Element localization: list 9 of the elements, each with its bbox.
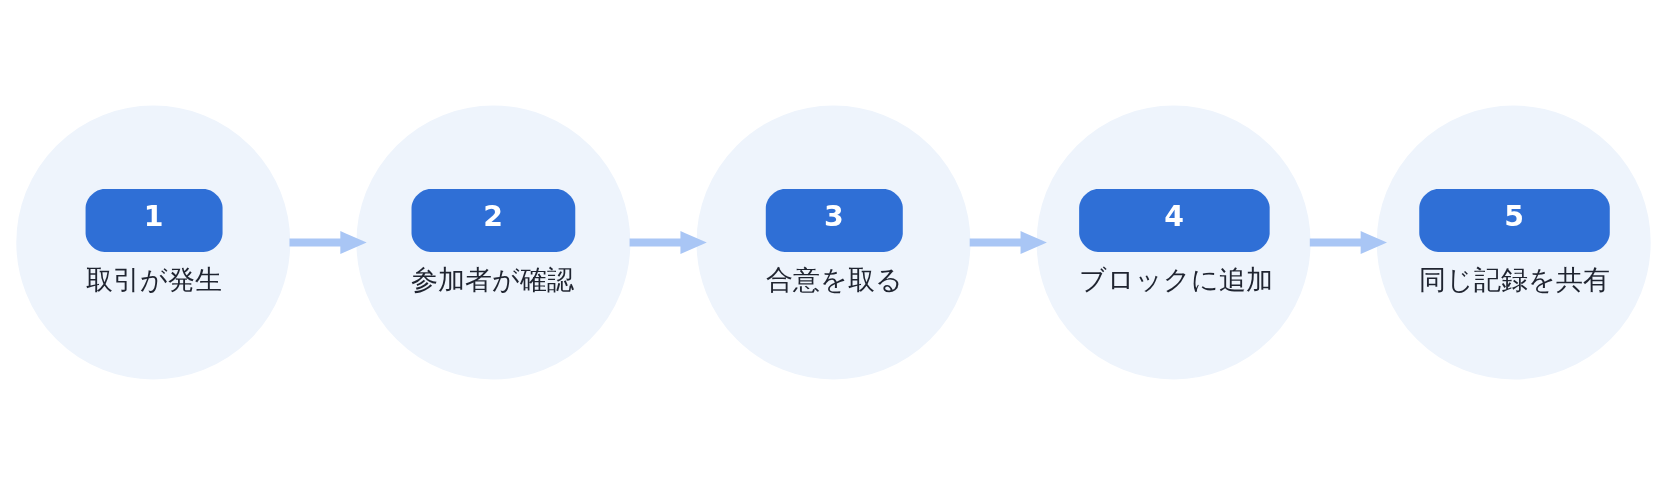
arrow xyxy=(1309,230,1387,254)
arrow xyxy=(969,230,1047,254)
node-circle: 1 取引が発生 xyxy=(16,105,291,379)
arrow xyxy=(629,230,707,254)
node-circle: 4 ブロックに追加 xyxy=(1036,105,1311,379)
arrow xyxy=(289,230,367,254)
node-circle: 3 合意を取る xyxy=(696,105,971,379)
node-circle: 2 参加者が確認 xyxy=(356,105,631,379)
node-circle: 5 同じ記録を共有 xyxy=(1376,105,1651,379)
